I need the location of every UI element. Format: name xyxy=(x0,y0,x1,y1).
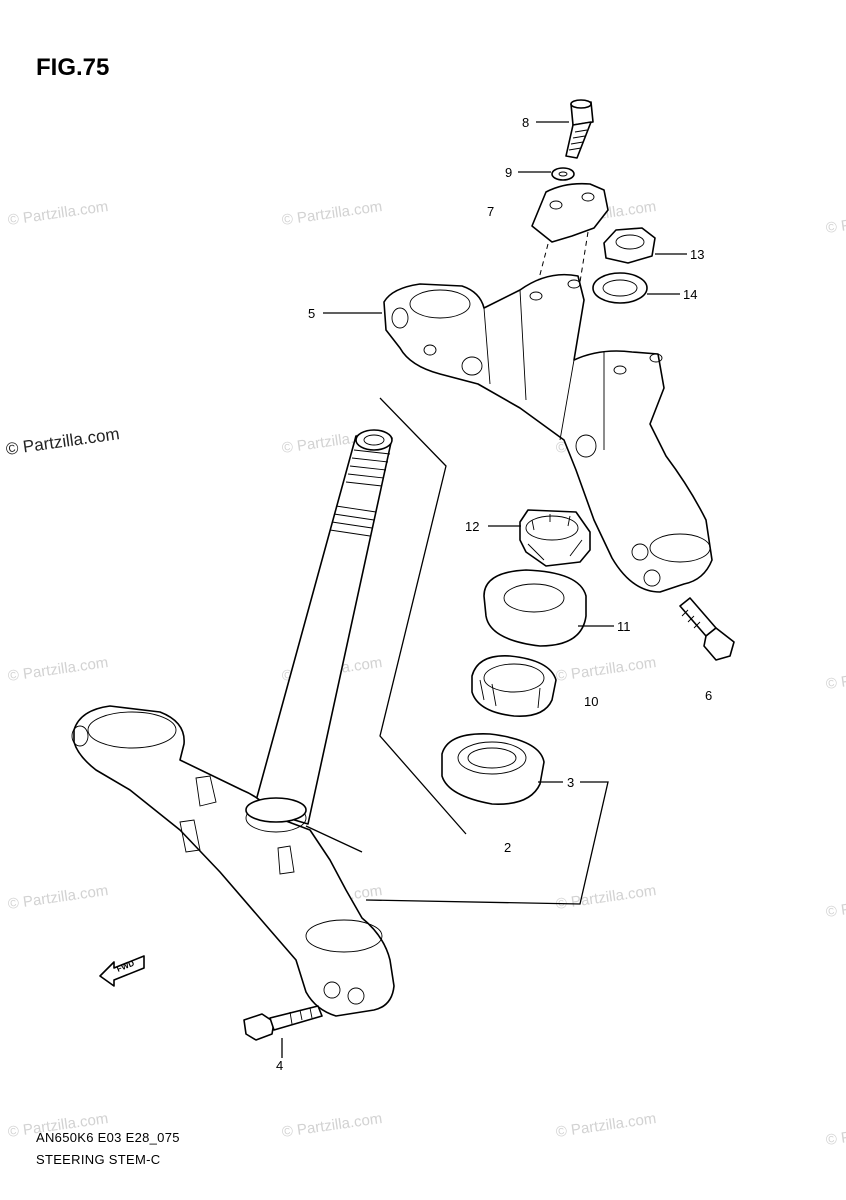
upper-bracket-drawing xyxy=(383,273,713,593)
leader-line xyxy=(365,781,609,905)
clamp-bolt-drawing xyxy=(679,597,735,661)
model-code: AN650K6 E03 E28_075 xyxy=(36,1130,180,1145)
callout-2: 2 xyxy=(504,840,511,855)
callout-4: 4 xyxy=(276,1058,283,1073)
clamp-bolt-lower-drawing xyxy=(243,1005,323,1041)
forward-direction-arrow xyxy=(99,955,145,987)
washer-small-drawing xyxy=(551,167,575,181)
callout-9: 9 xyxy=(505,165,512,180)
callout-6: 6 xyxy=(705,688,712,703)
section-name: STEERING STEM-C xyxy=(36,1152,161,1167)
figure-title: FIG.75 xyxy=(36,54,110,81)
callout-8: 8 xyxy=(522,115,529,130)
handlebar-holder-drawing xyxy=(531,182,609,243)
callout-10: 10 xyxy=(584,694,598,709)
callout-13: 13 xyxy=(690,247,704,262)
callout-5: 5 xyxy=(308,306,315,321)
callout-3: 3 xyxy=(567,775,574,790)
nut-drawing xyxy=(603,227,656,264)
leader-line xyxy=(305,825,363,853)
dust-seal-drawing xyxy=(483,569,587,647)
callout-14: 14 xyxy=(683,287,697,302)
washer-drawing xyxy=(592,272,648,304)
bearing-upper-drawing xyxy=(471,655,557,717)
castle-nut-drawing xyxy=(519,509,591,567)
bolt-top-drawing xyxy=(565,99,594,159)
callout-12: 12 xyxy=(465,519,479,534)
bearing-lower-drawing xyxy=(441,733,545,805)
callout-7: 7 xyxy=(487,204,494,219)
callout-11: 11 xyxy=(617,619,631,634)
leader-line xyxy=(379,397,467,835)
steering-stem-drawing xyxy=(71,429,395,1017)
